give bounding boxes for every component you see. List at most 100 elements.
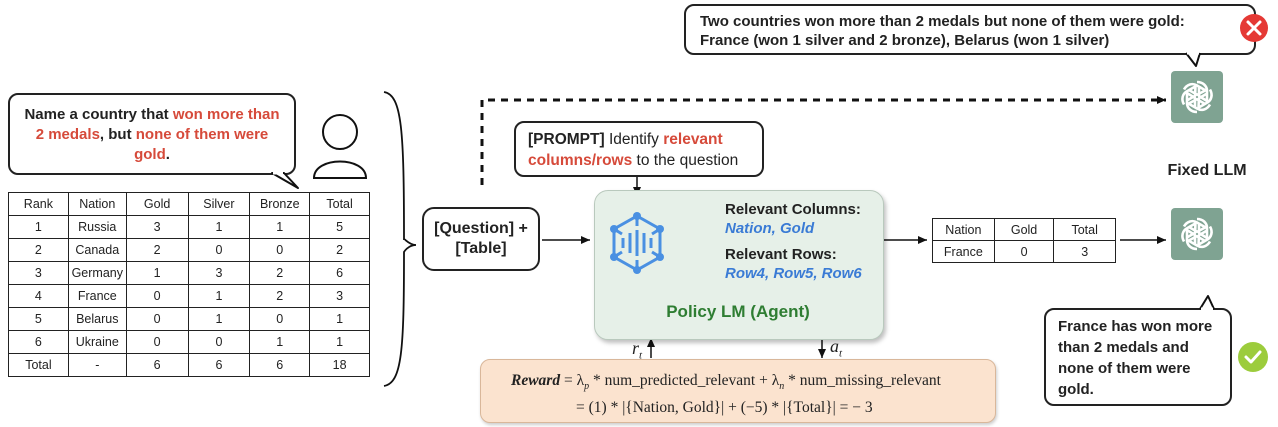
relevant-columns-label: Relevant Columns:: [725, 201, 861, 218]
question-bubble-tail: [271, 172, 299, 189]
correct-mark-icon: [1238, 342, 1268, 372]
table-cell: 18: [309, 353, 370, 377]
reward-sub: p: [584, 381, 590, 393]
table-header-cell: Nation: [67, 192, 127, 216]
table-cell: 0: [125, 330, 189, 354]
prompt-tag: [PROMPT]: [528, 131, 605, 148]
question-part: Name a country that: [24, 106, 173, 123]
table-header-cell: Bronze: [249, 192, 311, 216]
action-signal-label: at: [830, 336, 842, 360]
table-cell: 2: [309, 238, 370, 262]
table-cell: 1: [8, 215, 69, 239]
question-part-highlight: none of them were gold: [134, 126, 269, 163]
table-cell: 1: [309, 307, 370, 331]
table-cell: 0: [993, 240, 1055, 263]
table-cell: 5: [309, 215, 370, 239]
table-cell: 3: [1053, 240, 1116, 263]
table-cell: 2: [125, 238, 189, 262]
correct-answer-line: France has won more: [1058, 318, 1213, 335]
table-cell: Belarus: [67, 307, 127, 331]
reward-symbol: r: [632, 338, 640, 358]
table-cell: 2: [249, 261, 311, 285]
reward-term: * num_missing_relevant: [784, 372, 941, 389]
table-cell: Russia: [67, 215, 127, 239]
table-header-cell: Total: [1053, 218, 1116, 241]
policy-title: Policy LM (Agent): [666, 302, 810, 321]
table-cell: Total: [8, 353, 69, 377]
relevant-rows-value: Row4, Row5, Row6: [725, 265, 862, 282]
question-part: .: [165, 146, 170, 163]
table-header-row: Rank Nation Gold Silver Bronze Total: [8, 192, 370, 216]
table-cell: Canada: [67, 238, 127, 262]
table-cell: 1: [249, 330, 311, 354]
reward-label: Reward: [511, 372, 561, 389]
reward-line2: = (1) * |{Nation, Gold}| + (−5) * |{Tota…: [576, 399, 873, 417]
action-symbol: a: [830, 336, 839, 356]
table-cell: 3: [187, 261, 251, 285]
reward-term: * num_predicted_relevant + λ: [589, 372, 780, 389]
table-cell: France: [932, 240, 995, 263]
brace: [383, 91, 417, 387]
question-bubble: Name a country that won more than 2 meda…: [8, 93, 296, 175]
correct-answer-bubble-tail: [1199, 295, 1215, 310]
input-box-line1: [Question] +: [434, 220, 528, 237]
table-header-cell: Gold: [993, 218, 1055, 241]
table-cell: 3: [8, 261, 69, 285]
correct-answer-bubble: France has won more than 2 medals and no…: [1044, 308, 1232, 406]
table-cell: 6: [187, 353, 251, 377]
prompt-highlight: relevant: [663, 131, 723, 148]
table-cell: 0: [187, 330, 251, 354]
correct-answer-line: than 2 medals and: [1058, 339, 1189, 356]
table-cell: 6: [309, 261, 370, 285]
correct-answer-line: gold.: [1058, 381, 1094, 398]
table-header-cell: Total: [309, 192, 370, 216]
wrong-answer-bubble: Two countries won more than 2 medals but…: [684, 4, 1256, 55]
table-cell: 1: [249, 215, 311, 239]
table-cell: 0: [187, 238, 251, 262]
input-box: [Question] + [Table]: [422, 207, 540, 271]
table-cell: -: [67, 353, 127, 377]
dashed-bypass-arrow: [480, 96, 1166, 185]
relevant-rows-label: Relevant Rows:: [725, 246, 837, 263]
llm-logo-bottom: [1171, 208, 1223, 260]
prompt-text: to the question: [632, 152, 739, 169]
table-cell: 2: [249, 284, 311, 308]
reward-signal-label: rt: [632, 338, 642, 362]
fixed-llm-label: Fixed LLM: [1167, 162, 1247, 179]
wrong-answer-line2: France (won 1 silver and 2 bronze), Bela…: [700, 32, 1110, 49]
table-header-cell: Nation: [932, 218, 995, 241]
policy-agent-icon: [610, 212, 664, 274]
action-symbol-sub: t: [839, 347, 843, 360]
table-cell: 0: [249, 238, 311, 262]
input-box-line2: [Table]: [455, 240, 507, 257]
table-header-cell: Gold: [125, 192, 189, 216]
reward-sub: n: [779, 381, 785, 393]
table-cell: 1: [187, 284, 251, 308]
table-cell: France: [67, 284, 127, 308]
policy-box: [594, 190, 884, 340]
table-cell: 1: [187, 215, 251, 239]
table-header-cell: Rank: [8, 192, 69, 216]
table-cell: 1: [309, 330, 370, 354]
wrong-answer-line1: Two countries won more than 2 medals but…: [700, 13, 1185, 30]
prompt-highlight: columns/rows: [528, 152, 633, 169]
table-cell: Ukraine: [67, 330, 127, 354]
table-cell: 5: [8, 307, 69, 331]
table-cell: 2: [8, 238, 69, 262]
table-cell: 4: [8, 284, 69, 308]
table-cell: 0: [249, 307, 311, 331]
table-cell: 6: [249, 353, 311, 377]
table-cell: 6: [8, 330, 69, 354]
reward-box: Reward = λp * num_predicted_relevant + λ…: [480, 359, 996, 423]
user-icon: [312, 114, 368, 179]
wrong-mark-icon: [1240, 14, 1268, 42]
table-header-cell: Silver: [187, 192, 251, 216]
